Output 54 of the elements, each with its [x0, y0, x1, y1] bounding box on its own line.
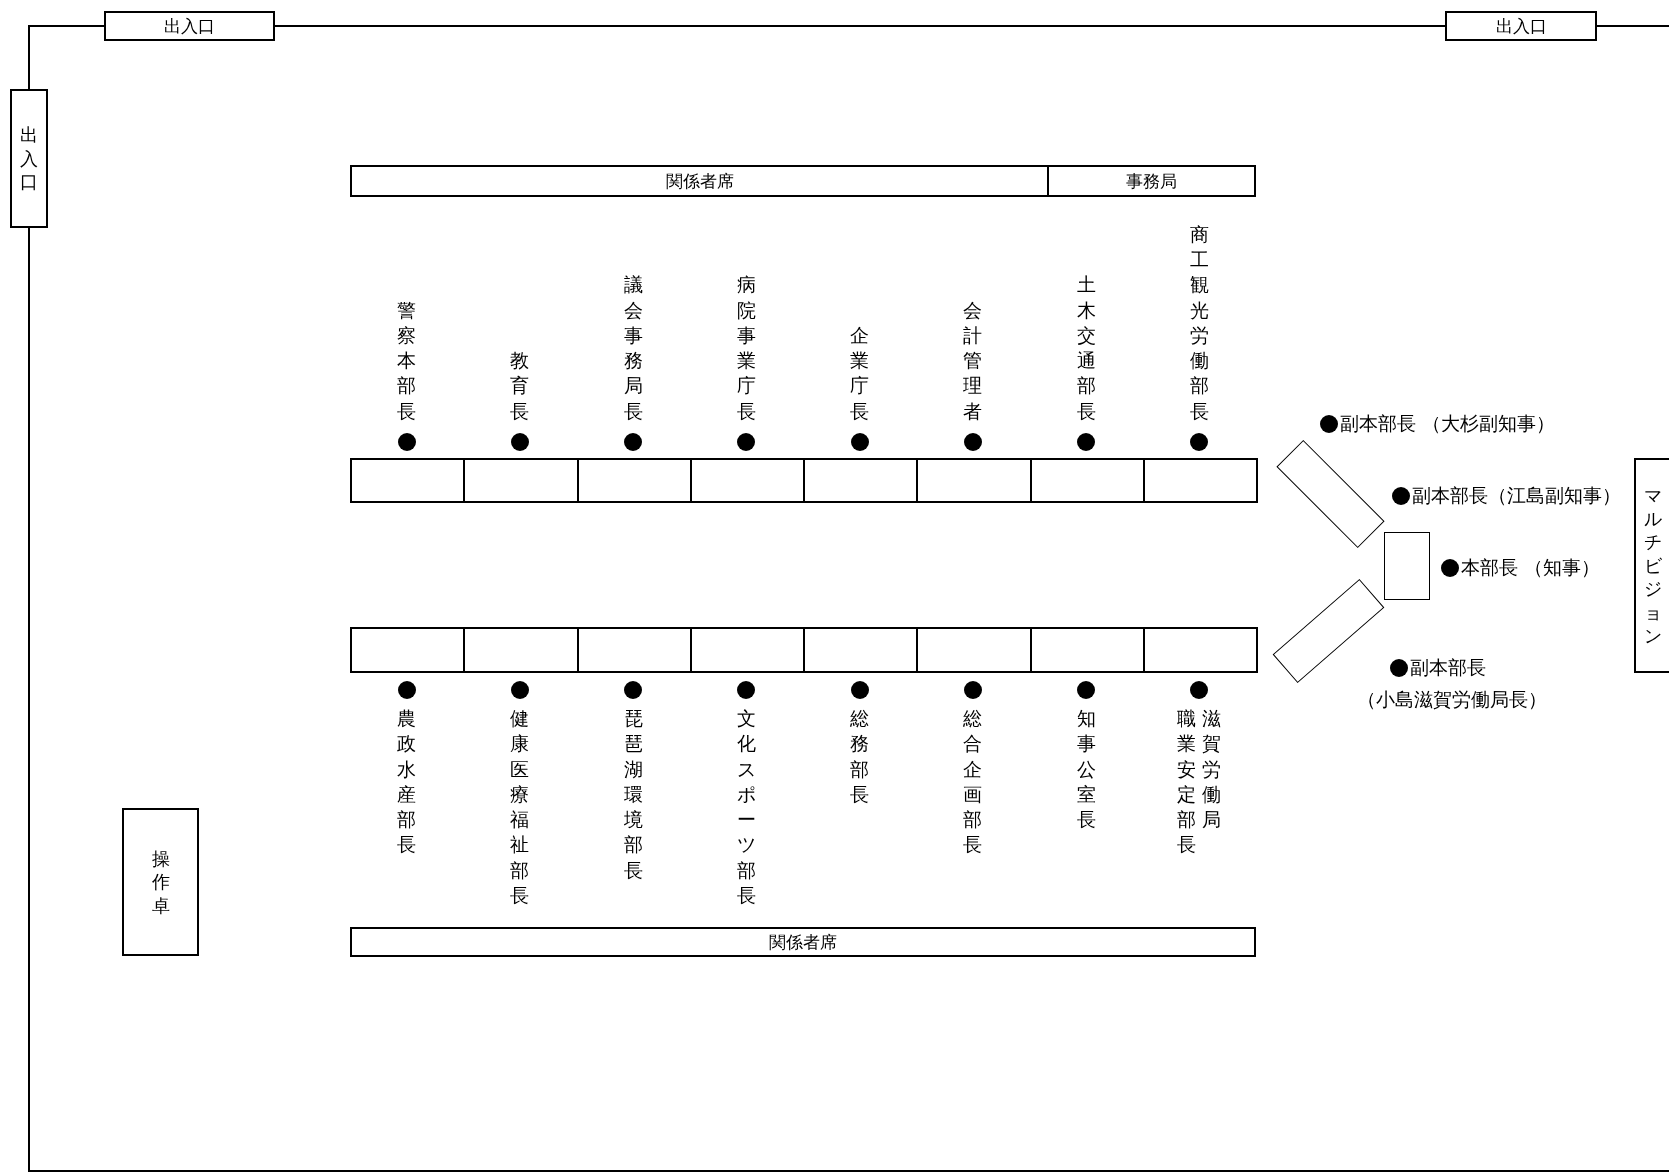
vertical-label: マルチビジョン	[1643, 483, 1662, 648]
desk	[803, 627, 919, 673]
desk	[463, 627, 579, 673]
seat-label: 健康医療福祉部長	[510, 706, 530, 908]
seat-label: 総合企画部長	[963, 706, 983, 858]
secretariat-area	[1047, 165, 1256, 197]
seating-area	[350, 927, 1256, 957]
seat-label: 会計管理者	[963, 297, 983, 424]
desk	[576, 458, 692, 503]
seat-label: （小島滋賀労働局長）	[1357, 687, 1547, 712]
seat-label: 土木交通部長	[1076, 272, 1096, 424]
desk	[1029, 627, 1145, 673]
area-label: 出入口	[1495, 14, 1547, 38]
area-label: 関係者席	[769, 930, 837, 954]
desk	[1142, 627, 1258, 673]
seat-label: 教育長	[510, 348, 530, 424]
desk	[350, 627, 466, 673]
seat-label: 副本部長	[1410, 655, 1486, 680]
seat-label: 警察本部長	[397, 297, 417, 424]
seat-label: 副本部長 （大杉副知事）	[1340, 411, 1556, 436]
desk	[689, 627, 805, 673]
seat-label: 総務部長	[850, 706, 870, 807]
seat-label: 滋賀労働局職業安定部長	[1177, 706, 1222, 858]
desk	[916, 458, 1032, 503]
desk	[350, 458, 466, 503]
seat-label: 議会事務局長	[623, 272, 643, 424]
seat-label: 本部長 （知事）	[1461, 555, 1601, 580]
seat-label: 病院事業庁長	[736, 272, 756, 424]
vertical-label: 出入口	[20, 123, 38, 194]
seat-label: 琵琶湖環境部長	[623, 706, 643, 883]
seating-area	[350, 165, 1049, 197]
vertical-label: 操作卓	[151, 846, 170, 918]
entrance-sign	[10, 89, 48, 228]
seat-label: 企業庁長	[850, 322, 870, 424]
multivision-screen	[1634, 458, 1669, 673]
seat-label: 商工観光労働部長	[1189, 221, 1209, 424]
entrance-sign	[1445, 11, 1597, 41]
desk	[463, 458, 579, 503]
area-label: 出入口	[164, 14, 215, 38]
desk	[916, 627, 1032, 673]
seat-label: 知事公室長	[1076, 706, 1096, 833]
area-label: 関係者席	[665, 169, 734, 193]
entrance-sign	[104, 11, 275, 41]
desk	[1384, 532, 1430, 600]
desk	[803, 458, 919, 503]
seat-label: 文化スポーツ部長	[736, 706, 756, 908]
seat-label: 副本部長（江島副知事）	[1412, 483, 1621, 508]
seat-label: 農政水産部長	[397, 706, 417, 858]
operation-console	[122, 808, 199, 956]
desk	[576, 627, 692, 673]
desk	[1029, 458, 1145, 503]
desk	[1142, 458, 1258, 503]
area-label: 事務局	[1126, 169, 1177, 193]
desk	[689, 458, 805, 503]
